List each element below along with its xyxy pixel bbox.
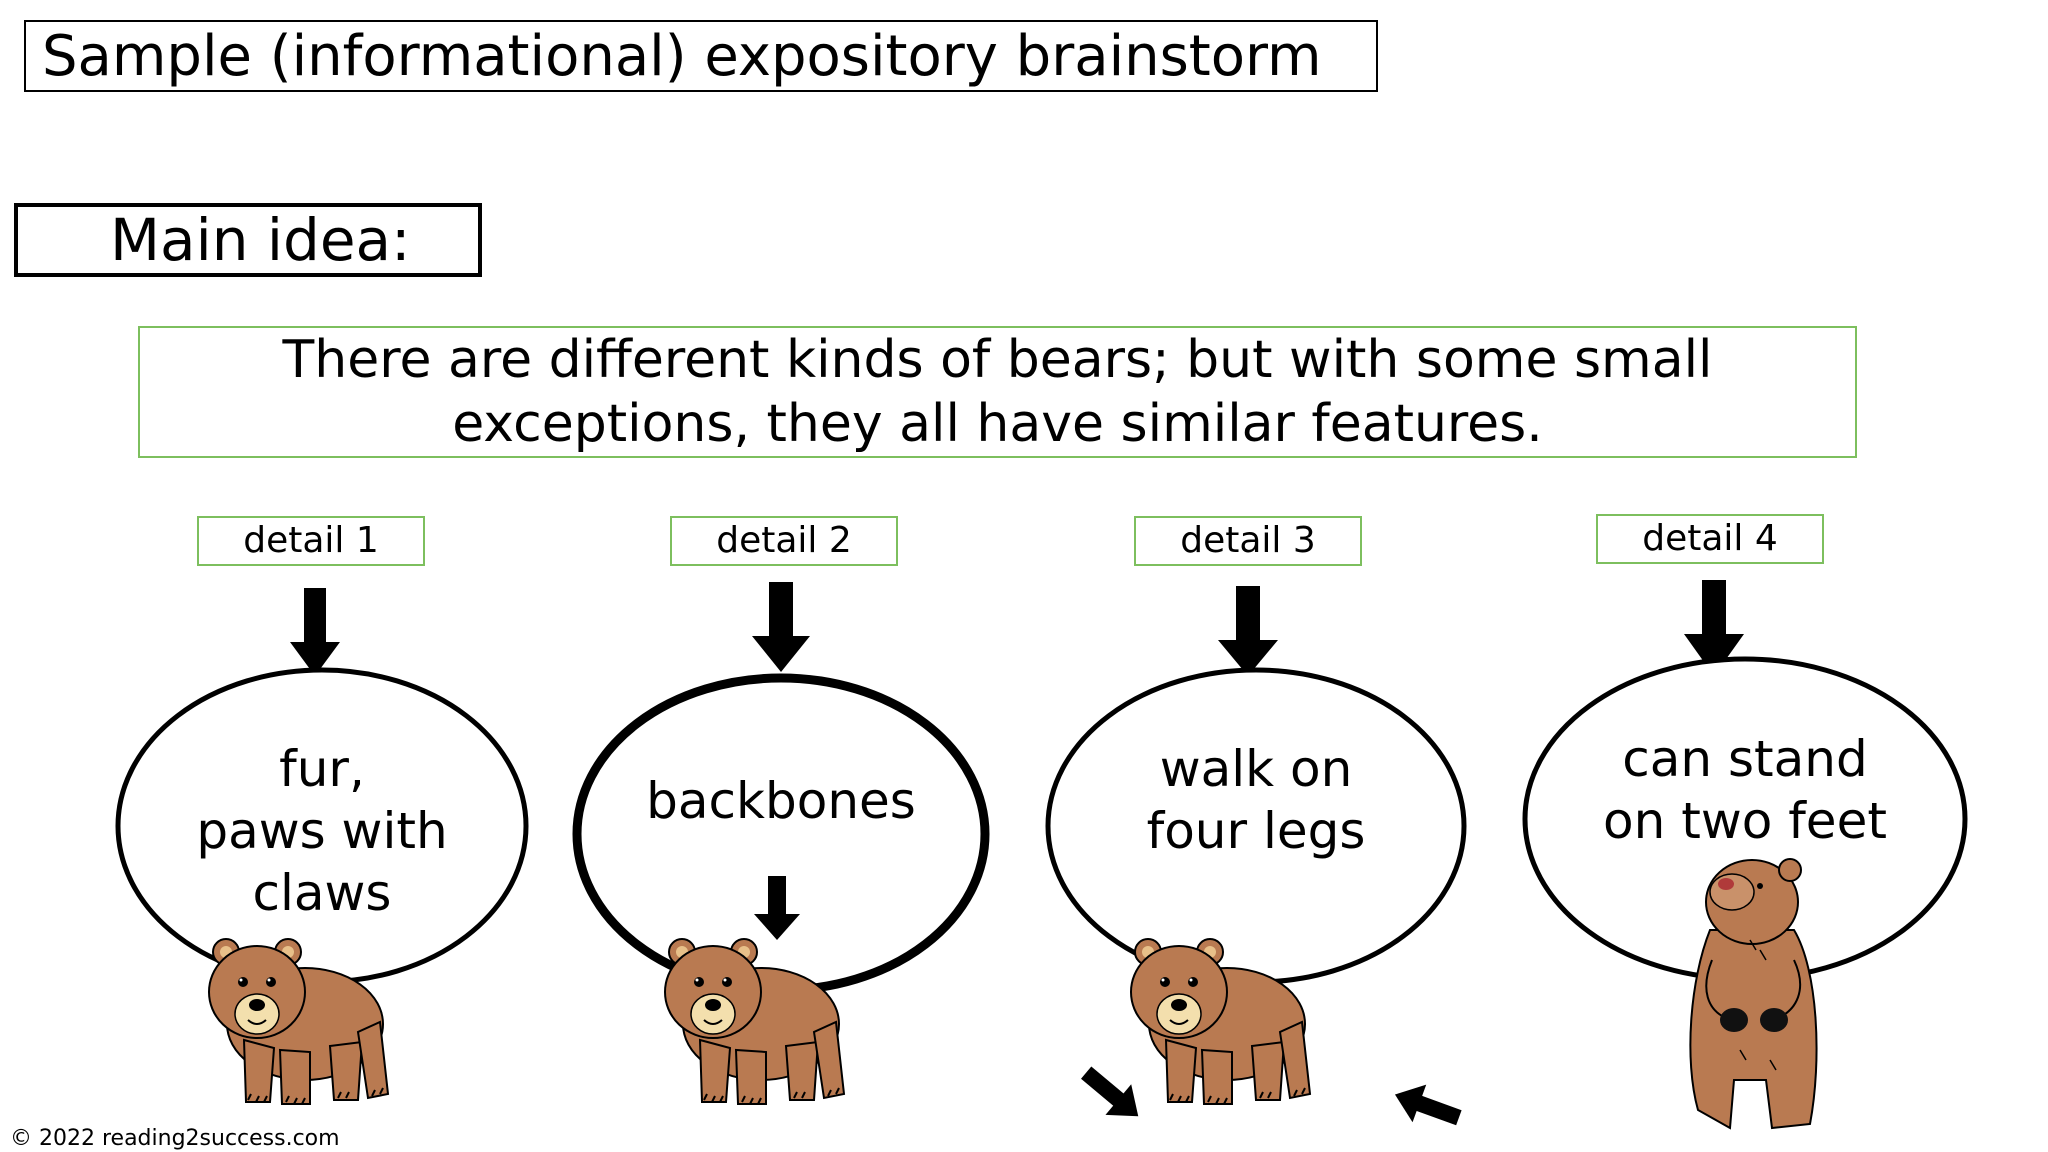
bubble-3-text: walk on four legs xyxy=(1106,738,1406,862)
bubble-3-line-1: walk on xyxy=(1159,740,1353,798)
bear-standing xyxy=(1689,858,1818,1130)
main-idea-label: Main idea: xyxy=(14,203,482,277)
bubble-2-line-1: backbones xyxy=(646,772,916,830)
arrow-legs-left xyxy=(1081,1066,1139,1117)
bubble-4-text: can stand on two feet xyxy=(1575,728,1915,852)
bubble-1-text: fur, paws with claws xyxy=(172,738,472,924)
detail-label-3: detail 3 xyxy=(1134,516,1362,566)
detail-label-2: detail 2 xyxy=(670,516,898,566)
arrow-down-4 xyxy=(1684,580,1744,676)
arrow-backbone xyxy=(754,876,800,940)
arrow-down-2 xyxy=(752,582,810,672)
arrow-down-3 xyxy=(1218,586,1278,676)
bubble-2-text: backbones xyxy=(631,770,931,832)
detail-label-1: detail 1 xyxy=(197,516,425,566)
bubble-4-line-1: can stand xyxy=(1622,730,1868,788)
arrow-legs-right xyxy=(1394,1084,1462,1126)
slide-title: Sample (informational) expository brains… xyxy=(24,20,1378,92)
bubble-3-line-2: four legs xyxy=(1146,802,1366,860)
bubble-2 xyxy=(572,673,990,995)
bubble-1-line-1: fur, xyxy=(279,740,365,798)
copyright-notice: © 2022 reading2success.com xyxy=(10,1126,340,1151)
main-idea-box: There are different kinds of bears; but … xyxy=(138,326,1857,458)
bubble-1-line-3: claws xyxy=(252,864,392,922)
bubble-1-line-2: paws with xyxy=(196,802,448,860)
arrow-down-1 xyxy=(290,588,340,676)
bubble-4-line-2: on two feet xyxy=(1603,792,1887,850)
main-idea-line-2: exceptions, they all have similar featur… xyxy=(452,394,1543,454)
detail-label-4: detail 4 xyxy=(1596,514,1824,564)
main-idea-line-1: There are different kinds of bears; but … xyxy=(282,330,1713,390)
